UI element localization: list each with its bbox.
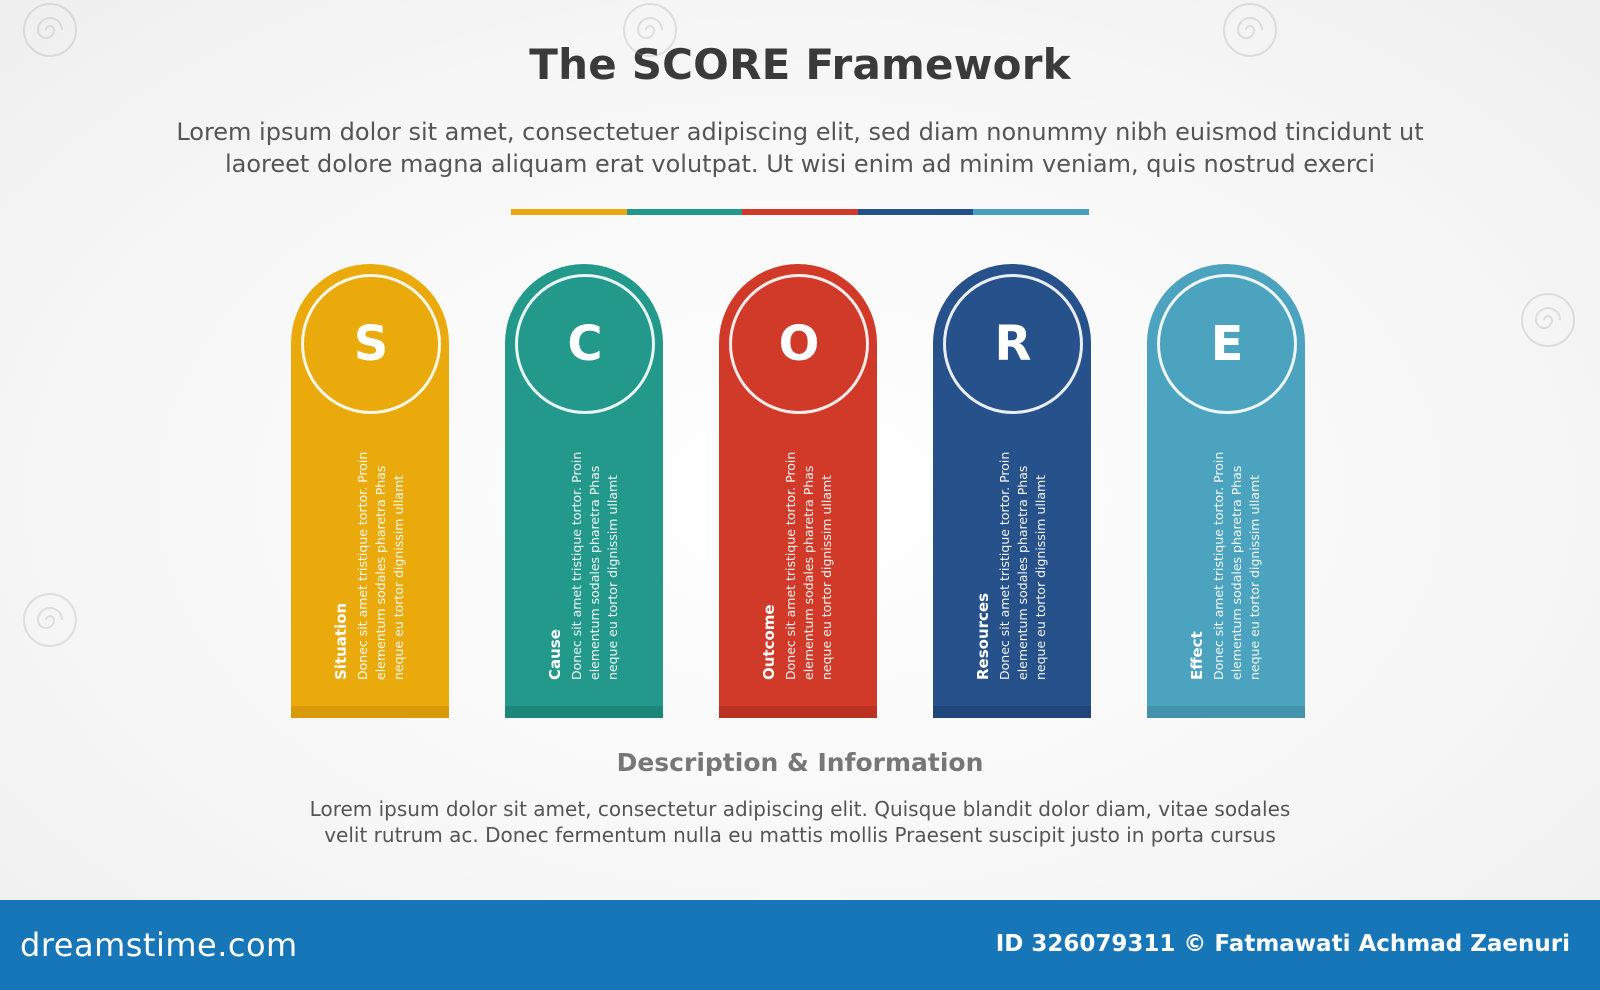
card-description: Donec sit amet tristique tortor. Proin e… — [783, 451, 834, 680]
color-segment — [742, 209, 858, 215]
card-base-band — [505, 706, 663, 718]
card-label: Resources — [974, 592, 992, 680]
watermark-swirl-icon — [1521, 293, 1575, 347]
footer-bar: dreamstime.com ID 326079311 © Fatmawati … — [0, 900, 1600, 990]
watermark-swirl-icon — [1223, 3, 1277, 57]
card-label: Cause — [546, 629, 564, 680]
card-label: Situation — [332, 602, 350, 680]
color-divider — [511, 209, 1089, 215]
card-resources: R Resources Donec sit amet tristique tor… — [933, 264, 1091, 718]
color-segment — [626, 209, 743, 215]
card-base-band — [719, 706, 877, 718]
page-title: The SCORE Framework — [529, 40, 1071, 89]
card-text: Effect Donec sit amet tristique tortor. … — [1187, 450, 1273, 680]
watermark-swirl-icon — [23, 593, 77, 647]
card-text: Situation Donec sit amet tristique torto… — [331, 450, 417, 680]
color-segment — [511, 209, 627, 215]
card-description: Donec sit amet tristique tortor. Proin e… — [355, 451, 406, 680]
letter-circle: C — [515, 274, 655, 414]
card-text: Outcome Donec sit amet tristique tortor.… — [759, 450, 845, 680]
description-title: Description & Information — [616, 748, 984, 777]
card-text: Cause Donec sit amet tristique tortor. P… — [545, 450, 631, 680]
card-base-band — [1147, 706, 1305, 718]
card-letter: S — [353, 316, 389, 372]
card-situation: S Situation Donec sit amet tristique tor… — [291, 264, 449, 718]
letter-circle: S — [301, 274, 441, 414]
card-label: Outcome — [760, 604, 778, 680]
card-description: Donec sit amet tristique tortor. Proin e… — [569, 451, 620, 680]
image-credit: ID 326079311 © Fatmawati Achmad Zaenuri — [995, 931, 1570, 957]
card-description: Donec sit amet tristique tortor. Proin e… — [997, 451, 1048, 680]
card-effect: E Effect Donec sit amet tristique tortor… — [1147, 264, 1305, 718]
description-line-2: velit rutrum ac. Donec fermentum nulla e… — [324, 823, 1276, 847]
card-letter: C — [567, 316, 603, 372]
card-letter: O — [778, 316, 820, 372]
color-segment — [973, 209, 1089, 215]
card-letter: E — [1210, 316, 1244, 372]
color-segment — [857, 209, 974, 215]
letter-circle: R — [943, 274, 1083, 414]
description-line-1: Lorem ipsum dolor sit amet, consectetur … — [309, 797, 1291, 821]
card-text: Resources Donec sit amet tristique torto… — [973, 450, 1059, 680]
watermark-swirl-icon — [623, 3, 677, 57]
letter-circle: E — [1157, 274, 1297, 414]
watermark-swirl-icon — [23, 3, 77, 57]
card-description: Donec sit amet tristique tortor. Proin e… — [1211, 451, 1262, 680]
brand-logo[interactable]: dreamstime.com — [20, 926, 298, 964]
subtitle-line-1: Lorem ipsum dolor sit amet, consectetuer… — [176, 118, 1424, 146]
letter-circle: O — [729, 274, 869, 414]
card-label: Effect — [1188, 631, 1206, 680]
card-base-band — [291, 706, 449, 718]
page-subtitle: Lorem ipsum dolor sit amet, consectetuer… — [100, 116, 1500, 180]
card-outcome: O Outcome Donec sit amet tristique torto… — [719, 264, 877, 718]
card-base-band — [933, 706, 1091, 718]
subtitle-line-2: laoreet dolore magna aliquam erat volutp… — [224, 150, 1376, 178]
description-body: Lorem ipsum dolor sit amet, consectetur … — [250, 796, 1350, 848]
card-letter: R — [994, 316, 1032, 372]
card-cause: C Cause Donec sit amet tristique tortor.… — [505, 264, 663, 718]
